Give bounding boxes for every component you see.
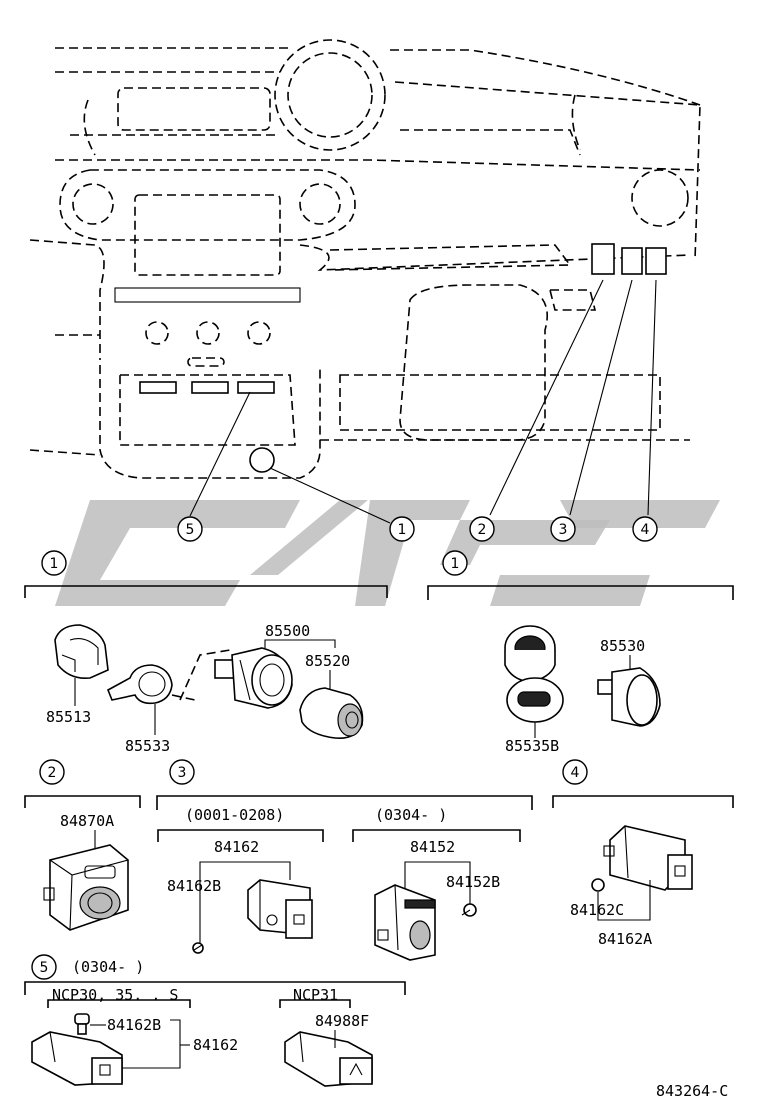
label-84988F: 84988F xyxy=(315,1012,369,1030)
label-84152B: 84152B xyxy=(446,873,500,891)
svg-text:3: 3 xyxy=(559,522,568,538)
part-84162C-shape xyxy=(591,878,605,892)
callout-2: 2 xyxy=(469,516,495,542)
label-84870A: 84870A xyxy=(60,812,114,830)
part-85513-shape xyxy=(54,624,109,706)
section-1-left: 1 xyxy=(24,550,388,740)
svg-text:5: 5 xyxy=(40,960,49,976)
svg-text:5: 5 xyxy=(186,522,195,538)
label-variant-0304-s3: (0304- ) xyxy=(375,806,447,824)
label-range-0304-s5: (0304- ) xyxy=(72,958,144,976)
label-84162A: 84162A xyxy=(598,930,652,948)
callout-5: 5 xyxy=(177,516,203,542)
part-labels: 85500 85520 85513 85533 85530 85535B 848… xyxy=(46,622,728,1100)
label-84162B-s5: 84162B xyxy=(107,1016,161,1034)
svg-text:1: 1 xyxy=(50,556,59,572)
label-85535B: 85535B xyxy=(505,737,559,755)
label-ncp31: NCP31 xyxy=(293,986,338,1004)
label-85500: 85500 xyxy=(265,622,310,640)
part-85500-shape xyxy=(214,647,293,709)
callout-4: 4 xyxy=(632,516,658,542)
part-84870A-shape xyxy=(43,844,129,931)
dashboard-overview xyxy=(29,39,701,479)
svg-text:1: 1 xyxy=(398,522,407,538)
svg-text:3: 3 xyxy=(178,765,187,781)
part-84162-s3-shape xyxy=(247,879,313,939)
svg-text:4: 4 xyxy=(571,765,580,781)
part-85533-shape xyxy=(106,664,173,735)
label-85520: 85520 xyxy=(305,652,350,670)
part-84152B-shape xyxy=(461,903,477,917)
part-85520-shape xyxy=(299,670,364,740)
section-1-right: 1 xyxy=(427,550,734,738)
section-3: 3 xyxy=(156,759,533,961)
label-84162-s5: 84162 xyxy=(193,1036,238,1054)
label-84162B-s3: 84162B xyxy=(167,877,221,895)
label-variant-0001-0208: (0001-0208) xyxy=(185,806,284,824)
svg-text:2: 2 xyxy=(478,522,487,538)
label-84162-s3: 84162 xyxy=(214,838,259,856)
leader-lines xyxy=(189,279,657,524)
part-84162B-s5-shape xyxy=(74,1013,90,1035)
diagram-id: 843264-C xyxy=(656,1082,728,1100)
section-5: 5 xyxy=(24,954,406,1087)
part-84988F-shape xyxy=(284,1031,373,1087)
section-2: 2 xyxy=(24,759,141,931)
label-85533: 85533 xyxy=(125,737,170,755)
svg-text:4: 4 xyxy=(641,522,650,538)
label-ncp30-35-s: NCP30, 35. . S xyxy=(52,986,178,1004)
part-84152-shape xyxy=(374,884,436,961)
label-85513: 85513 xyxy=(46,708,91,726)
part-84162B-s3-shape xyxy=(192,942,204,954)
part-84162-s5-shape xyxy=(31,1031,123,1086)
label-84162C: 84162C xyxy=(570,901,624,919)
section-4: 4 xyxy=(552,759,734,921)
callout-3: 3 xyxy=(550,516,576,542)
part-84162A-shape xyxy=(603,825,693,891)
svg-text:2: 2 xyxy=(48,765,57,781)
part-85530-shape xyxy=(597,655,661,727)
svg-text:1: 1 xyxy=(451,556,460,572)
part-85535B-shape xyxy=(504,625,564,738)
label-84152: 84152 xyxy=(410,838,455,856)
label-85530: 85530 xyxy=(600,637,645,655)
callout-1: 1 xyxy=(389,516,415,542)
